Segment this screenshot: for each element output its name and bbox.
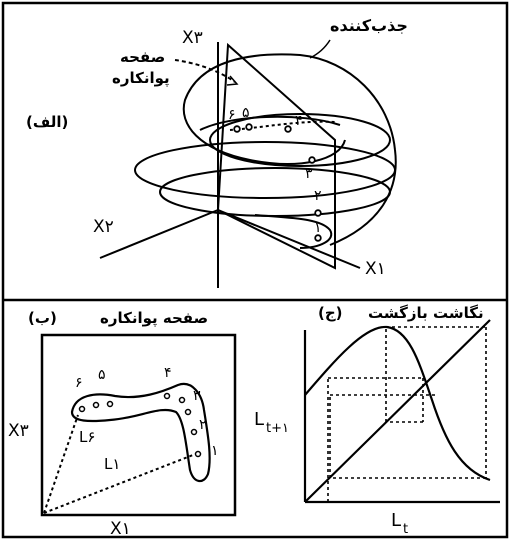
poincare-pointer-arrow (174, 59, 236, 83)
poincare-label-line2: پوانکاره (112, 69, 170, 88)
section-point-label-2: ۲ (199, 417, 207, 433)
pointer-arrowhead (226, 75, 239, 86)
attractor-pointer (309, 39, 331, 59)
plane-point-label-2: ۲ (314, 188, 322, 204)
section-point-5a (92, 401, 100, 409)
section-point-3a (178, 396, 186, 404)
section-point-label-6: ۶ (75, 375, 83, 391)
panel-c-label: (ج) (318, 304, 343, 322)
attractor-outer-loop (182, 53, 397, 246)
panel-b-box (40, 333, 237, 517)
axis-x1 (217, 209, 361, 269)
attractor-inner-loop (199, 115, 341, 131)
panel-c-axis-x-sub: t (403, 522, 408, 537)
plane-point-label-3: ۳ (305, 166, 313, 182)
plane-point-1 (314, 234, 322, 242)
panel-b (40, 333, 237, 517)
panel-c-axis-x-main: L (391, 510, 401, 531)
axis-x1-label: X۱ (365, 259, 386, 279)
panel-b-title: صفحه پوانکاره (100, 309, 208, 328)
poincare-section-shape (70, 382, 211, 483)
axis-x3-label: X۳ (182, 28, 203, 48)
poincare-plane (216, 42, 336, 270)
section-point-label-1: ۱ (211, 443, 219, 459)
plane-point-5 (245, 123, 253, 131)
vector-l1 (43, 454, 194, 514)
section-point-label-4: ۴ (164, 365, 172, 381)
identity-line (304, 319, 491, 503)
section-points (78, 392, 202, 458)
cobweb-lines (327, 326, 487, 502)
section-point-label-5: ۵ (98, 367, 106, 383)
label-l6: L۶ (79, 428, 95, 446)
vector-l6 (43, 414, 79, 514)
axis-x2 (99, 209, 219, 259)
panel-c-title: نگاشت بازگشت (368, 304, 484, 322)
panel-a (99, 39, 397, 288)
section-point-2 (190, 428, 198, 436)
plane-point-4 (284, 125, 292, 133)
attractor-ring-middle (134, 141, 396, 199)
attractor-bottom-loop (254, 214, 333, 249)
attractor-ring-upper (209, 113, 391, 167)
panel-a-label: (الف) (26, 113, 68, 131)
attractor-label: جذب‌کننده (330, 16, 408, 35)
attractor-ring-lower (159, 167, 391, 217)
section-point-1 (194, 450, 202, 458)
plane-points (233, 123, 322, 242)
trajectory-dashed (229, 120, 336, 131)
plane-point-label-6: ۶ (228, 107, 236, 123)
section-point-4 (163, 392, 171, 400)
panel-b-label: (ب) (28, 309, 57, 327)
section-point-5b (106, 400, 114, 408)
panel-c (303, 319, 500, 504)
panel-c-axis-y-sub: t+۱ (266, 421, 289, 436)
section-point-3b (184, 408, 192, 416)
plane-point-6 (233, 125, 241, 133)
return-map-curve (304, 325, 491, 482)
plane-point-label-1: ۱ (314, 220, 322, 236)
panel-b-axis-y: X۳ (8, 421, 29, 441)
poincare-label-line1: صفحه (120, 48, 165, 66)
axis-x2-label: X۲ (93, 217, 114, 237)
section-point-6 (78, 405, 86, 413)
panel-b-axis-x: X۱ (110, 519, 131, 539)
panel-c-axis-y-main: L (254, 409, 264, 430)
plane-point-label-5: ۵ (242, 105, 250, 121)
plane-point-3 (308, 156, 316, 164)
plane-point-2 (314, 209, 322, 217)
label-l1: L۱ (104, 455, 120, 473)
section-point-label-3: ۳ (193, 388, 201, 404)
plane-point-label-4: ۴ (295, 113, 303, 129)
